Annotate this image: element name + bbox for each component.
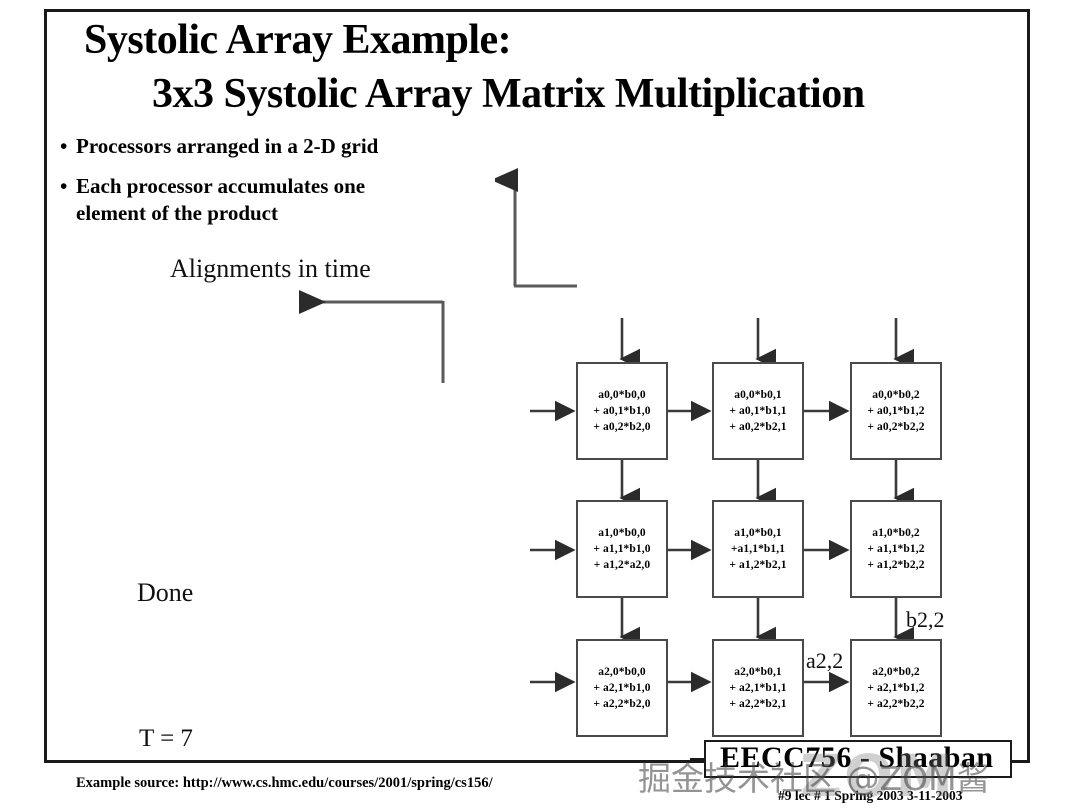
processor-cell-r2-c1[interactable]: a2,0*b0,1 + a2,1*b1,1 + a2,2*b2,1 [712,639,804,737]
cell-line: + a2,1*b1,2 [867,681,925,694]
cell-line: a1,0*b0,0 [598,526,646,539]
bullet-item-2: • Each processor accumulates one element… [60,173,420,227]
badge-connector-tick [690,758,704,761]
processor-cell-r2-c2[interactable]: a2,0*b0,2 + a2,1*b1,2 + a2,2*b2,2 [850,639,942,737]
cell-line: + a0,2*b2,1 [729,421,787,434]
processor-cell-r1-c0[interactable]: a1,0*b0,0 + a1,1*b1,0 + a1,2*a2,0 [576,500,668,598]
edge-label-a22: a2,2 [806,648,844,673]
done-label: Done [137,578,194,607]
cell-line: + a1,1*b1,0 [593,542,651,555]
footer-meta: #9 lec # 1 Spring 2003 3-11-2003 [778,788,963,803]
bullet-text-1: Processors arranged in a 2-D grid [76,134,379,158]
bullet-item-1: • Processors arranged in a 2-D grid [60,133,378,160]
slide-frame-border [44,9,1030,763]
course-badge: EECC756 - Shaaban [690,740,1022,786]
page-title-line-2: 3x3 Systolic Array Matrix Multiplication [152,71,865,117]
cell-line: a1,0*b0,1 [734,526,782,539]
cell-line: + a1,2*b2,1 [729,559,787,572]
page-title-line-1: Systolic Array Example: [84,17,512,63]
alignments-direction-arrow [299,290,445,383]
cell-line: + a0,1*b1,0 [593,404,651,417]
cell-line: + a0,1*b1,2 [867,404,925,417]
cell-line: + a0,2*b2,0 [593,421,651,434]
processor-cell-r0-c0[interactable]: a0,0*b0,0 + a0,1*b1,0 + a0,2*b2,0 [576,362,668,460]
processor-cell-r1-c1[interactable]: a1,0*b0,1 +a1,1*b1,1 + a1,2*b2,1 [712,500,804,598]
cell-line: + a2,1*b1,0 [593,681,651,694]
cell-line: +a1,1*b1,1 [730,542,786,555]
alignments-in-time-label: Alignments in time [170,254,371,283]
cell-line: a2,0*b0,2 [872,665,920,678]
processor-cell-r1-c2[interactable]: a1,0*b0,2 + a1,1*b1,2 + a1,2*b2,2 [850,500,942,598]
cell-line: + a1,2*a2,0 [593,559,651,572]
cell-line: + a1,2*b2,2 [867,559,925,572]
cell-line: a2,0*b0,1 [734,665,782,678]
cell-line: + a2,2*b2,2 [867,698,925,711]
processor-cell-r2-c0[interactable]: a2,0*b0,0 + a2,1*b1,0 + a2,2*b2,0 [576,639,668,737]
cell-line: + a2,2*b2,0 [593,698,651,711]
cell-line: a1,0*b0,2 [872,526,920,539]
processor-cell-r0-c2[interactable]: a0,0*b0,2 + a0,1*b1,2 + a0,2*b2,2 [850,362,942,460]
cell-line: a2,0*b0,0 [598,665,646,678]
time-step-label: T = 7 [139,725,193,752]
cell-line: a0,0*b0,1 [734,388,782,401]
axis-indicator-arrow [495,168,577,288]
cell-line: + a0,1*b1,1 [729,404,787,417]
badge-label: EECC756 - Shaaban [720,741,994,774]
processor-cell-r0-c1[interactable]: a0,0*b0,1 + a0,1*b1,1 + a0,2*b2,1 [712,362,804,460]
cell-line: a0,0*b0,0 [598,388,646,401]
cell-line: + a2,1*b1,1 [729,681,787,694]
bullet-marker-icon: • [60,174,68,198]
badge-box [704,740,1012,778]
cell-line: + a2,2*b2,1 [729,698,787,711]
cell-line: + a1,1*b1,2 [867,542,925,555]
cell-line: + a0,2*b2,2 [867,421,925,434]
bullet-text-2: Each processor accumulates one element o… [76,174,366,225]
bullet-marker-icon: • [60,134,68,158]
cell-line: a0,0*b0,2 [872,388,920,401]
source-note: Example source: http://www.cs.hmc.edu/co… [76,775,493,791]
